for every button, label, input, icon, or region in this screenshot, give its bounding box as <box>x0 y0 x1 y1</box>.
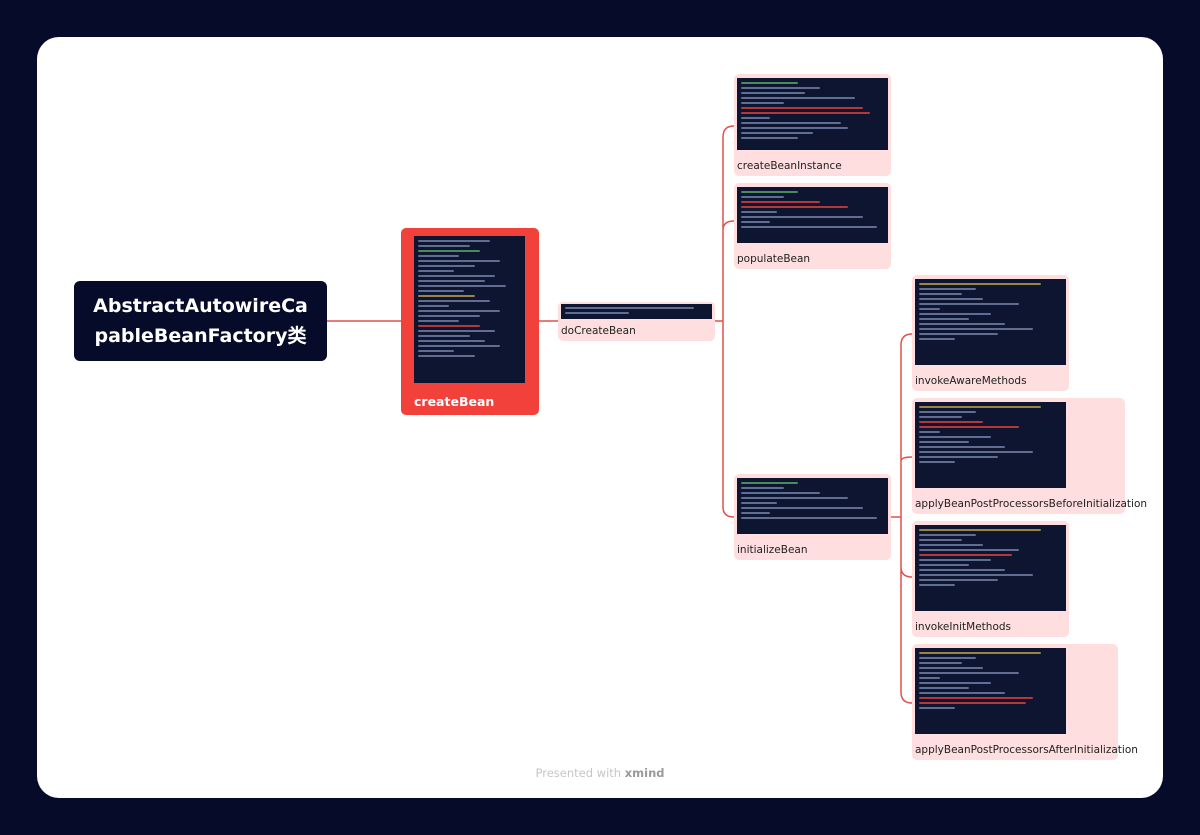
root-title-line2: pableBeanFactory类 <box>94 325 307 347</box>
code-screenshot <box>561 304 712 319</box>
docreatebean-node[interactable]: doCreateBean <box>558 302 715 341</box>
createbean-node[interactable]: createBean <box>401 228 539 415</box>
code-screenshot <box>414 236 525 383</box>
invokeawaremethods-node[interactable]: invokeAwareMethods <box>912 275 1069 391</box>
root-node[interactable]: AbstractAutowireCa pableBeanFactory类 <box>74 281 327 361</box>
code-screenshot <box>737 78 888 150</box>
footer-prefix: Presented with <box>535 766 622 780</box>
createbeaninstance-node[interactable]: createBeanInstance <box>734 74 891 176</box>
initializebean-node[interactable]: initializeBean <box>734 474 891 560</box>
apply-after-init-label: applyBeanPostProcessorsAfterInitializati… <box>915 744 1138 756</box>
populatebean-node[interactable]: populateBean <box>734 183 891 269</box>
link-docreatebean-children <box>715 125 735 518</box>
invokeinitmethods-label: invokeInitMethods <box>915 621 1012 633</box>
code-screenshot <box>915 525 1066 611</box>
link-initializebean-children <box>891 333 913 704</box>
mindmap-canvas: AbstractAutowireCa pableBeanFactory类 cre… <box>37 37 1163 798</box>
createbeaninstance-label: createBeanInstance <box>737 160 842 172</box>
code-screenshot <box>915 279 1066 365</box>
invokeinitmethods-node[interactable]: invokeInitMethods <box>912 521 1069 637</box>
invokeawaremethods-label: invokeAwareMethods <box>915 375 1027 387</box>
code-screenshot <box>915 402 1066 488</box>
code-screenshot <box>915 648 1066 734</box>
apply-before-init-label: applyBeanPostProcessorsBeforeInitializat… <box>915 498 1148 510</box>
populatebean-label: populateBean <box>737 253 811 265</box>
apply-before-init-node[interactable]: applyBeanPostProcessorsBeforeInitializat… <box>912 398 1147 514</box>
root-title-line1: AbstractAutowireCa <box>93 295 308 317</box>
code-screenshot <box>737 187 888 243</box>
code-screenshot <box>737 478 888 534</box>
footer-credit: Presented with xmind <box>37 766 1163 780</box>
initializebean-label: initializeBean <box>737 544 808 556</box>
docreatebean-label: doCreateBean <box>561 325 636 337</box>
connector-lines <box>327 125 913 704</box>
apply-after-init-node[interactable]: applyBeanPostProcessorsAfterInitializati… <box>912 644 1138 760</box>
xmind-brand: xmind <box>624 766 665 780</box>
createbean-label: createBean <box>414 394 495 409</box>
